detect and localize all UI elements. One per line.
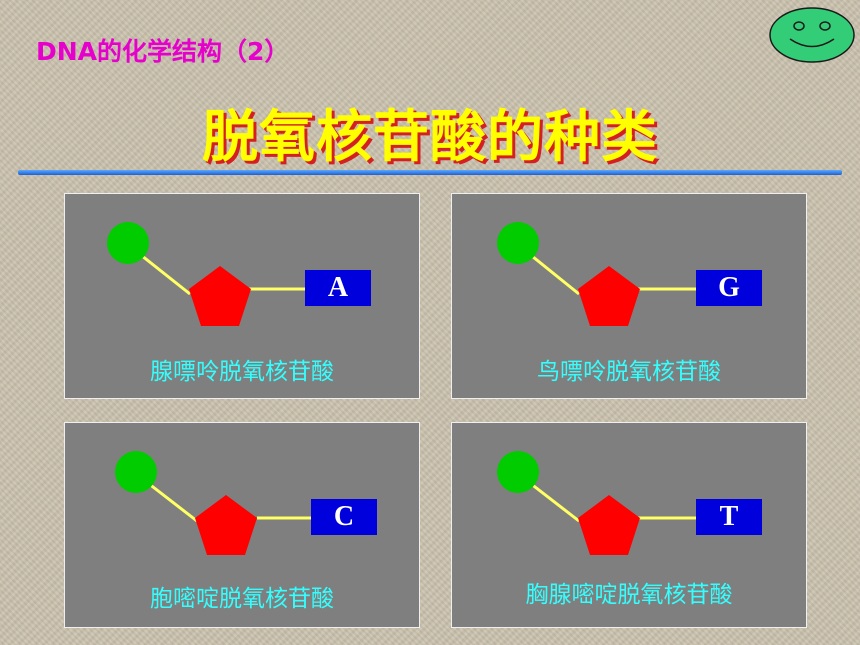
- phosphate-group: [497, 451, 539, 493]
- base-label-box: T: [696, 499, 762, 535]
- title-divider: [18, 170, 842, 175]
- nucleotide-name: 腺嘌呤脱氧核苷酸: [150, 359, 334, 385]
- smiley-face-icon: [769, 7, 855, 63]
- deoxyribose-pentagon: [578, 495, 640, 555]
- slide-title: 脱氧核苷酸的种类: [202, 105, 658, 170]
- base-label-box: C: [311, 499, 377, 535]
- nucleotide-panel-guanine: G 鸟嘌呤脱氧核苷酸: [451, 193, 807, 399]
- nucleotide-name: 鸟嘌呤脱氧核苷酸: [537, 359, 721, 385]
- nucleotide-name: 胸腺嘧啶脱氧核苷酸: [525, 582, 733, 608]
- deoxyribose-pentagon: [189, 266, 251, 326]
- nucleotide-panel-cytosine: C 胞嘧啶脱氧核苷酸: [64, 422, 420, 628]
- nucleotide-diagram: [115, 451, 311, 555]
- phosphate-group: [497, 222, 539, 264]
- slide-subtitle: DNA的化学结构（2）: [36, 37, 290, 66]
- nucleotide-panel-thymine: T 胸腺嘧啶脱氧核苷酸: [451, 422, 807, 628]
- nucleotide-name: 胞嘧啶脱氧核苷酸: [150, 586, 334, 612]
- nucleotide-panel-adenine: A 腺嘌呤脱氧核苷酸: [64, 193, 420, 399]
- base-label-box: G: [696, 270, 762, 306]
- deoxyribose-pentagon: [195, 495, 257, 555]
- nucleotide-diagram: [497, 451, 696, 555]
- nucleotide-diagram: [107, 222, 305, 326]
- phosphate-group: [115, 451, 157, 493]
- nucleotide-diagram: [497, 222, 696, 326]
- base-label-box: A: [305, 270, 371, 306]
- deoxyribose-pentagon: [578, 266, 640, 326]
- phosphate-group: [107, 222, 149, 264]
